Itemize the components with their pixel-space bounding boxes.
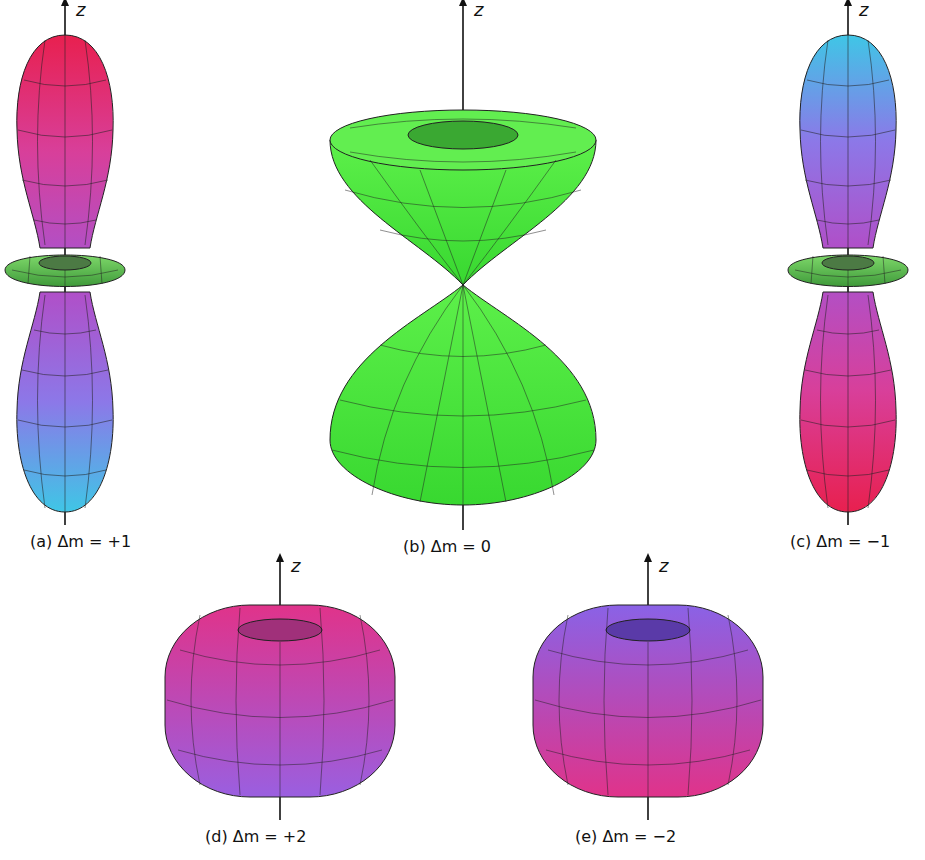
pattern-a xyxy=(5,35,125,512)
pattern-e xyxy=(533,605,763,797)
axis-label: z xyxy=(291,556,300,576)
axis-label: z xyxy=(659,556,668,576)
pattern-d xyxy=(165,605,395,797)
axis-label: z xyxy=(859,0,868,20)
panel-caption: (d) Δm = +2 xyxy=(205,828,306,846)
panel-caption: (e) Δm = −2 xyxy=(575,828,676,846)
panel-caption: (a) Δm = +1 xyxy=(30,533,131,551)
panel-caption: (c) Δm = −1 xyxy=(790,533,890,551)
axis-label: z xyxy=(76,0,85,20)
pattern-c xyxy=(788,35,908,512)
pattern-b xyxy=(330,110,596,505)
panel-caption: (b) Δm = 0 xyxy=(403,538,491,556)
z-axis xyxy=(65,6,848,820)
axis-label: z xyxy=(474,0,483,20)
